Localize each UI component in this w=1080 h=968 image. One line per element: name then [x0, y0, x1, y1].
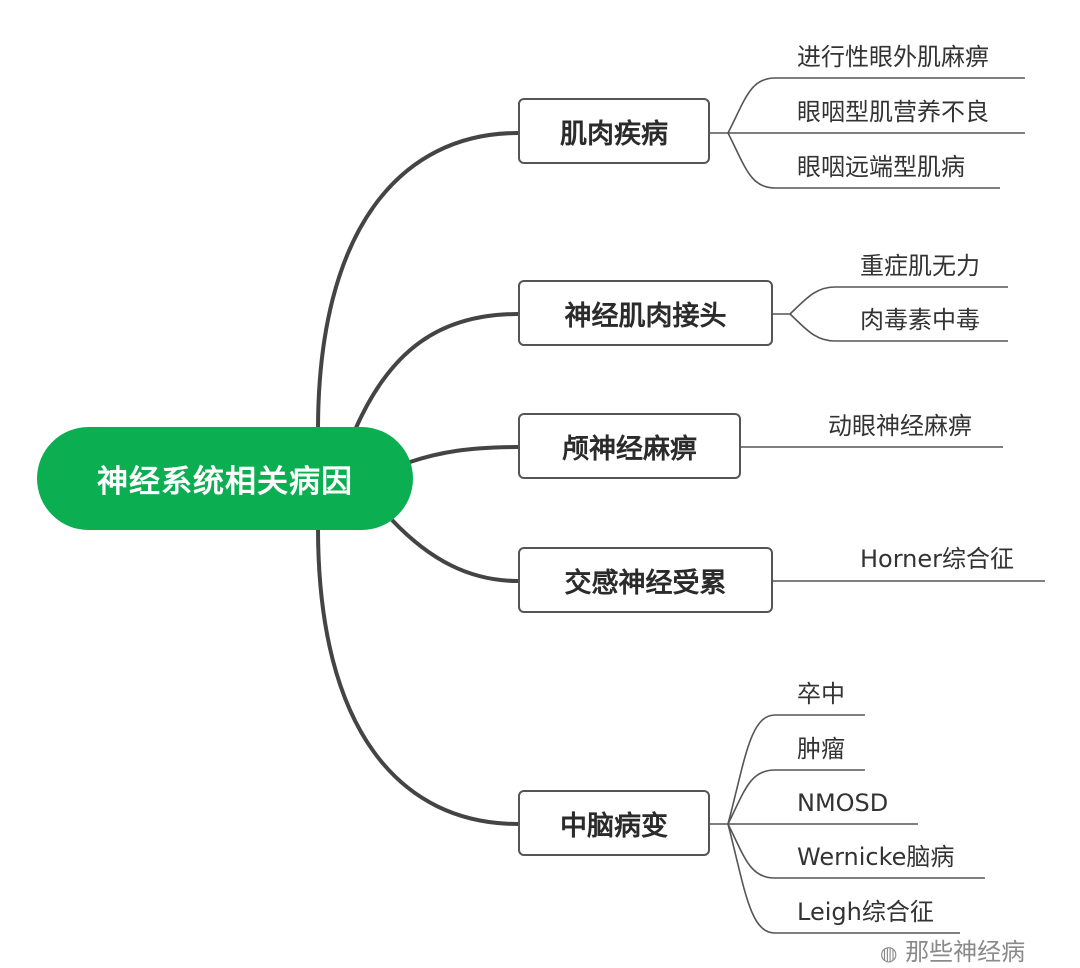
- branch-label: 神经肌肉接头: [564, 300, 727, 332]
- leaf-node: 卒中: [797, 680, 845, 708]
- leaf-node: 进行性眼外肌麻痹: [797, 43, 989, 71]
- watermark: ◍ 那些神经病: [880, 937, 1025, 968]
- connector-root-branch-1: [316, 131, 519, 431]
- branch-label: 交感神经受累: [564, 567, 727, 599]
- connector-root-branch-3: [409, 445, 519, 464]
- root-node: 神经系统相关病因: [37, 427, 413, 530]
- leaf-node: 肉毒素中毒: [860, 306, 980, 334]
- branch-midbrain-lesion: 中脑病变: [518, 790, 710, 856]
- leaf-node: NMOSD: [797, 789, 889, 817]
- leaf-node: 重症肌无力: [860, 252, 980, 280]
- branch-cranial-nerve-palsy: 颅神经麻痹: [518, 413, 741, 479]
- leaf-node: 眼咽型肌营养不良: [797, 98, 989, 126]
- watermark-text: 那些神经病: [905, 938, 1026, 966]
- leaf-node: 肿瘤: [797, 735, 845, 763]
- leaf-node: Wernicke脑病: [797, 843, 955, 871]
- connector-root-branch-2: [353, 312, 519, 431]
- connector-root-branch-5: [316, 527, 519, 826]
- connector-root-branch-4: [390, 518, 519, 583]
- branch-neuromuscular-junction: 神经肌肉接头: [518, 280, 773, 346]
- leaf-node: 动眼神经麻痹: [828, 412, 972, 440]
- branch-sympathetic-nerve: 交感神经受累: [518, 547, 773, 613]
- branch-muscle-disease: 肌肉疾病: [518, 98, 710, 164]
- root-label: 神经系统相关病因: [97, 464, 353, 500]
- leaf-node: Horner综合征: [860, 545, 1015, 573]
- leaf-node: 眼咽远端型肌病: [797, 153, 965, 181]
- wechat-icon: ◍: [880, 941, 898, 965]
- branch-label: 颅神经麻痹: [562, 433, 697, 465]
- branch-label: 中脑病变: [560, 810, 668, 842]
- branch-label: 肌肉疾病: [560, 118, 668, 150]
- leaf-node: Leigh综合征: [797, 898, 934, 926]
